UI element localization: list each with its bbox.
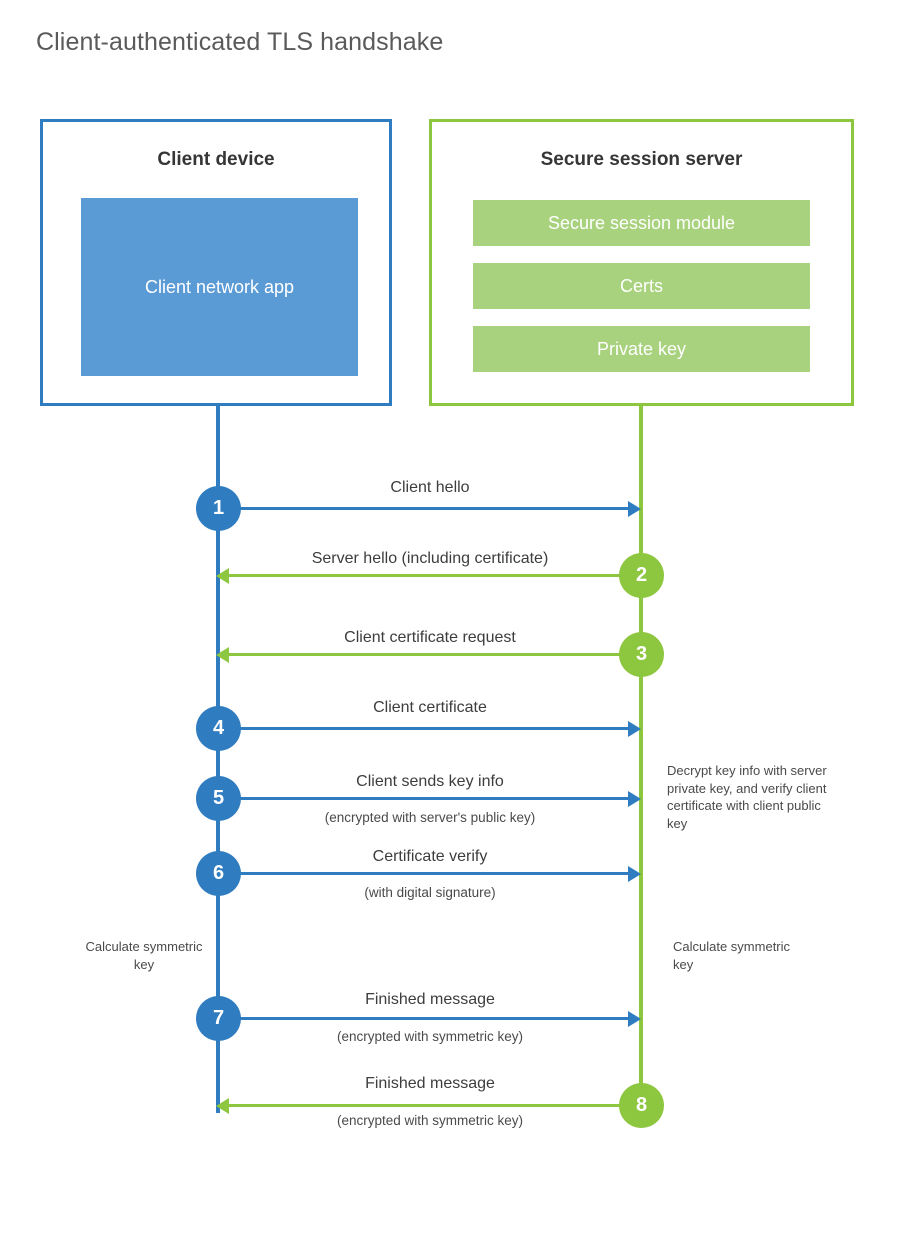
message-label-1: Client hello: [390, 479, 470, 496]
arrow-head-left-8: [216, 1098, 229, 1114]
server-block-private-key: Private key: [473, 326, 810, 372]
message-arrow-1: [218, 507, 630, 510]
client-device-title: Client device: [157, 149, 275, 170]
message-label-5: Client sends key info: [356, 773, 504, 790]
server-decrypt-note: Decrypt key info with server private key…: [667, 763, 827, 831]
step-circle-5: 5: [196, 776, 241, 821]
arrow-head-left-3: [216, 647, 229, 663]
client-lifeline: [216, 406, 220, 1113]
step-circle-7: 7: [196, 996, 241, 1041]
message-label-7: Finished message: [365, 991, 495, 1008]
message-sublabel-5: (encrypted with server's public key): [324, 810, 536, 825]
server-lifeline: [639, 406, 643, 1106]
server-block-secure-session-module: Secure session module: [473, 200, 810, 246]
step-circle-2: 2: [619, 553, 664, 598]
message-arrow-5: [218, 797, 630, 800]
page-title: Client-authenticated TLS handshake: [36, 28, 444, 56]
arrow-head-right-1: [628, 501, 641, 517]
arrow-head-right-6: [628, 866, 641, 882]
step-circle-3: 3: [619, 632, 664, 677]
message-label-4: Client certificate: [373, 699, 487, 716]
message-arrow-8: [220, 1104, 641, 1107]
message-arrow-6: [218, 872, 630, 875]
message-arrow-7: [218, 1017, 630, 1020]
message-sublabel-7: (encrypted with symmetric key): [336, 1029, 524, 1044]
message-arrow-4: [218, 727, 630, 730]
message-sublabel-6: (with digital signature): [364, 885, 496, 900]
arrow-head-left-2: [216, 568, 229, 584]
secure-session-server-box: Secure session server Secure session mod…: [429, 119, 854, 406]
arrow-head-right-4: [628, 721, 641, 737]
message-label-3: Client certificate request: [344, 629, 516, 646]
secure-session-server-title: Secure session server: [540, 149, 743, 170]
message-arrow-3: [220, 653, 641, 656]
arrow-head-right-7: [628, 1011, 641, 1027]
server-block-certs: Certs: [473, 263, 810, 309]
client-network-app-block: Client network app: [81, 198, 358, 376]
message-label-2: Server hello (including certificate): [311, 550, 549, 567]
server-calculate-symmetric-key-note: Calculate symmetric key: [673, 939, 791, 972]
message-sublabel-8: (encrypted with symmetric key): [336, 1113, 524, 1128]
step-circle-1: 1: [196, 486, 241, 531]
arrow-head-right-5: [628, 791, 641, 807]
step-circle-8: 8: [619, 1083, 664, 1128]
step-circle-4: 4: [196, 706, 241, 751]
client-device-box: Client device Client network app: [40, 119, 392, 406]
step-circle-6: 6: [196, 851, 241, 896]
client-calculate-symmetric-key-note: Calculate symmetric key: [85, 939, 203, 972]
message-label-8: Finished message: [365, 1075, 495, 1092]
message-arrow-2: [220, 574, 641, 577]
message-label-6: Certificate verify: [372, 848, 488, 865]
